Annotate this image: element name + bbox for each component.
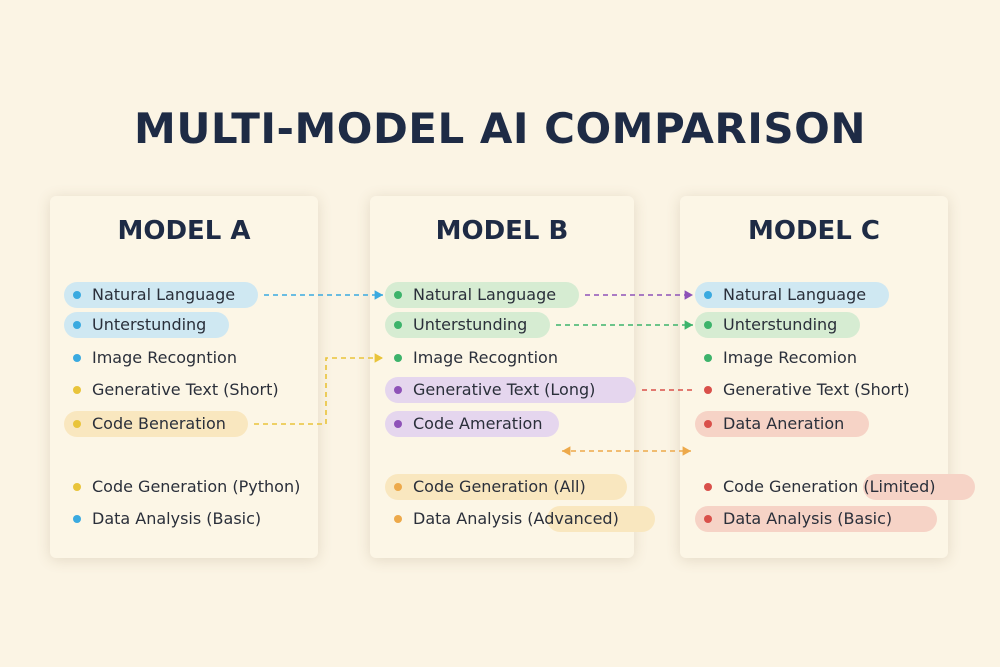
feature-highlight [385,282,579,308]
feature-label: Unterstunding [413,315,528,334]
bullet-dot-icon [704,291,712,299]
feature-label: Image Recogntion [92,348,237,367]
feature-highlight [695,312,860,338]
bullet-dot-icon [704,483,712,491]
feature-highlight [385,474,627,500]
feature-label: Natural Language [92,285,236,304]
bullet-dot-icon [394,515,402,523]
bullet-dot-icon [73,386,81,394]
feature-label: Code Generation (All) [413,477,586,496]
feature-item: Code Generation (All) [385,474,627,500]
bullet-dot-icon [394,291,402,299]
feature-item: Generative Text (Short) [695,377,956,403]
feature-label: Code Ameration [413,414,543,433]
bullet-dot-icon [73,483,81,491]
feature-highlight [695,411,869,437]
bullet-dot-icon [394,420,402,428]
feature-item: Unterstunding [695,312,860,338]
feature-label: Unterstunding [723,315,838,334]
feature-item: Natural Language [385,282,579,308]
model-c-title: MODEL C [747,216,881,246]
feature-item: Natural Language [64,282,258,308]
feature-item: Data Analysis (Basic) [64,506,306,532]
model-a-title: MODEL A [117,216,251,246]
model-b-title: MODEL B [435,216,569,246]
bullet-dot-icon [394,386,402,394]
bullet-dot-icon [394,321,402,329]
bullet-dot-icon [73,515,81,523]
feature-item: Code Generation (Python) [64,474,334,500]
feature-highlight [695,282,889,308]
feature-item: Generative Text (Short) [64,377,325,403]
feature-label: Natural Language [723,285,867,304]
page-title: MULTI-MODEL AI COMPARISON [134,104,866,153]
feature-item: Code Ameration [385,411,559,437]
bullet-dot-icon [704,420,712,428]
feature-label: Data Analysis (Basic) [723,509,893,528]
feature-item: Data Analysis (Advanced) [385,506,655,532]
feature-item: Code Beneration [64,411,248,437]
feature-item: Generative Text (Long) [385,377,636,403]
bullet-dot-icon [73,321,81,329]
feature-label: Data Analysis (Advanced) [413,509,619,528]
feature-item: Data Analysis (Basic) [695,506,937,532]
feature-label: Image Recogntion [413,348,558,367]
feature-item: Code Generation (Limited) [695,474,975,500]
bullet-dot-icon [73,291,81,299]
bullet-dot-icon [704,321,712,329]
feature-label: Generative Text (Short) [723,380,910,399]
feature-item: Image Recomion [695,345,869,371]
bullet-dot-icon [704,354,712,362]
feature-highlight [64,411,248,437]
feature-label: Data Aneration [723,414,845,433]
bullet-dot-icon [73,420,81,428]
bullet-dot-icon [394,483,402,491]
feature-highlight [863,474,975,500]
feature-highlight [695,506,937,532]
feature-label: Image Recomion [723,348,857,367]
feature-item: Unterstunding [385,312,550,338]
feature-label: Unterstunding [92,315,207,334]
feature-label: Code Generation (Python) [92,477,301,496]
feature-label: Code Generation (Limited) [723,477,936,496]
feature-item: Natural Language [695,282,889,308]
feature-label: Generative Text (Long) [413,380,596,399]
feature-highlight [385,411,559,437]
feature-item: Data Aneration [695,411,869,437]
bullet-dot-icon [394,354,402,362]
feature-item: Image Recogntion [385,345,579,371]
feature-label: Natural Language [413,285,557,304]
feature-highlight [64,312,229,338]
feature-item: Image Recogntion [64,345,258,371]
feature-highlight [385,377,636,403]
feature-highlight [64,282,258,308]
feature-item: Unterstunding [64,312,229,338]
bullet-dot-icon [704,386,712,394]
feature-highlight [385,312,550,338]
feature-highlight [547,506,655,532]
bullet-dot-icon [704,515,712,523]
feature-label: Code Beneration [92,414,226,433]
feature-label: Data Analysis (Basic) [92,509,262,528]
feature-label: Generative Text (Short) [92,380,279,399]
bullet-dot-icon [73,354,81,362]
